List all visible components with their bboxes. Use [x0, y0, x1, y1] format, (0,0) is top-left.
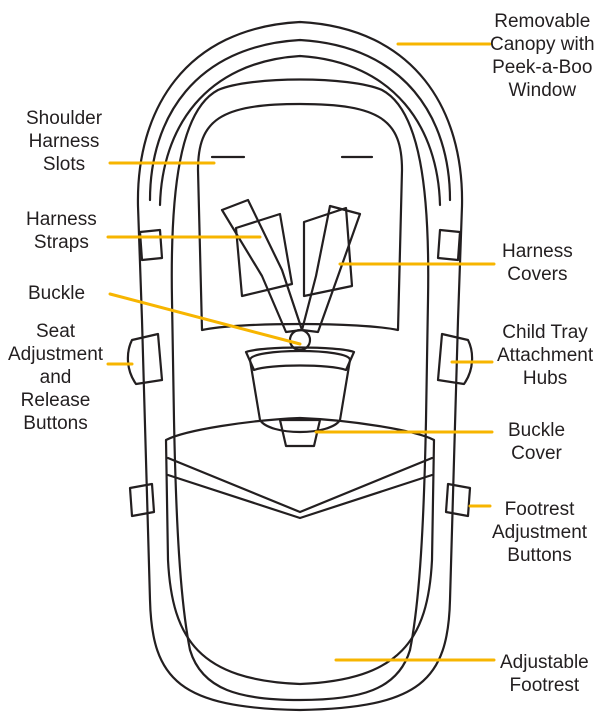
canopy-inner-line [150, 40, 450, 200]
label-canopy: Removable Canopy with Peek-a-Boo Window [490, 10, 595, 102]
tray-hub-left [128, 334, 162, 384]
label-buckle: Buckle [28, 282, 85, 305]
label-footrest-buttons: Footrest Adjustment Buttons [492, 498, 587, 567]
seat-shell [172, 80, 428, 701]
label-adjustable-footrest: Adjustable Footrest [500, 651, 589, 697]
label-tray-hubs: Child Tray Attachment Hubs [497, 321, 593, 390]
label-harness-covers: Harness Covers [502, 240, 573, 286]
seat-front-edge [168, 458, 432, 512]
footrest-hub-left [130, 484, 154, 516]
label-seat-adjust: Seat Adjustment and Release Buttons [8, 320, 103, 435]
seat-back-cushion [198, 104, 402, 330]
leg-rest [166, 418, 434, 684]
footrest-hub-right [446, 484, 470, 516]
label-shoulder-slots: Shoulder Harness Slots [26, 107, 102, 176]
canopy-inner-line-2 [160, 56, 440, 205]
label-buckle-cover: Buckle Cover [508, 419, 565, 465]
harness-cover-left [236, 214, 292, 296]
label-harness-straps: Harness Straps [26, 208, 97, 254]
canopy-hub-right [438, 230, 460, 260]
tray-hub-right [438, 334, 472, 384]
leader-buckle [110, 294, 300, 344]
canopy-hub-left [140, 230, 162, 260]
